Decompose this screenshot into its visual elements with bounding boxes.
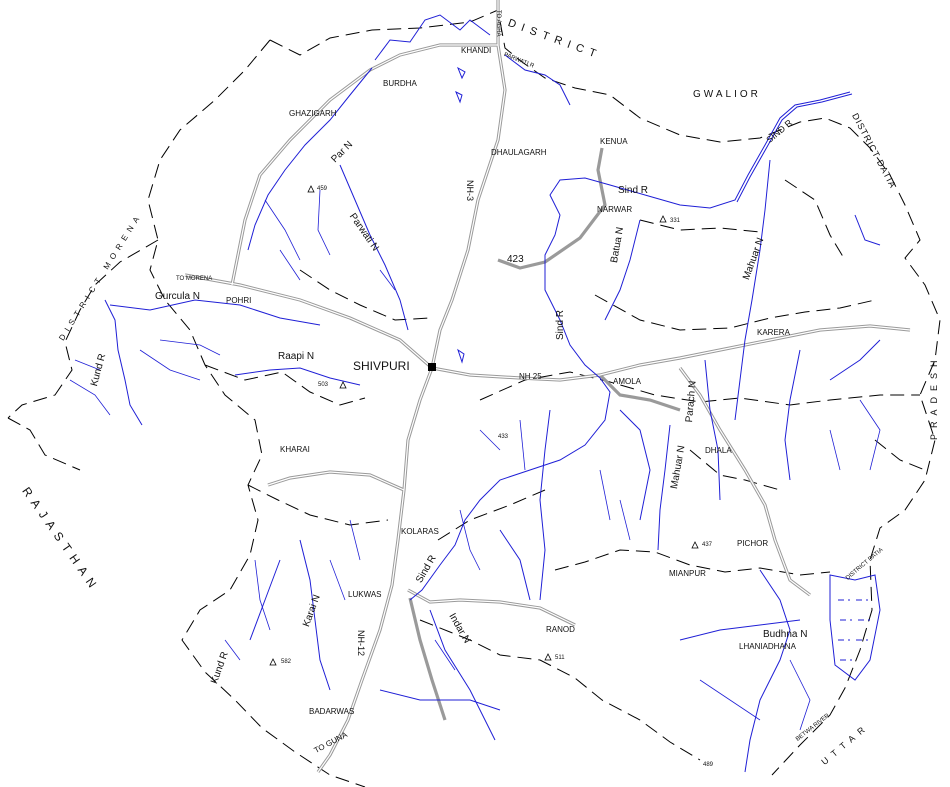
town-ranod: RANOD [546, 625, 575, 634]
road-to-agra: TO AGRA [495, 10, 501, 37]
river-gurcula: Gurcula N [155, 291, 201, 302]
state-boundary-west [7, 417, 81, 471]
water-body-datia [829, 574, 881, 681]
town-pichor: PICHOR [737, 539, 769, 548]
road-to-morena: TO MORENA [176, 276, 213, 282]
town-kharai: KHARAI [280, 445, 310, 454]
town-lukwas: LUKWAS [348, 590, 382, 599]
river-sind-east: Sind R [618, 185, 649, 196]
road-nh25: NH 25 [519, 372, 542, 381]
spot-height-582: 582 [281, 659, 292, 665]
road-nh12: NH-12 [356, 630, 366, 657]
town-lhaniadhana: LHANIADHANA [739, 642, 796, 651]
district-label-gwalior: GWALIOR [693, 89, 761, 100]
rivers [104, 14, 881, 773]
town-dhaulagarh: DHAULAGARH [491, 148, 547, 157]
spot-height-markers [269, 185, 699, 666]
state-label-pradesh: PRADESH [929, 354, 939, 440]
spot-height-331: 331 [670, 218, 681, 224]
road-nh3: NH-3 [465, 180, 475, 202]
town-burdha: BURDHA [383, 79, 417, 88]
roads-inner [184, 0, 911, 773]
town-amola: AMOLA [613, 377, 642, 386]
river-budhna: Budhna N [763, 629, 808, 640]
spot-height-437: 437 [702, 542, 713, 548]
town-mianpur: MIANPUR [669, 569, 706, 578]
town-dhala: DHALA [705, 446, 732, 455]
town-kenua: KENUA [600, 137, 628, 146]
town-pohri: POHRI [226, 296, 252, 305]
spot-height-511: 511 [555, 655, 565, 661]
spot-height-459: 459 [317, 186, 328, 192]
river-raapi: Raapi N [278, 351, 315, 362]
spot-height-489: 489 [703, 762, 714, 768]
town-kolaras: KOLARAS [401, 527, 439, 536]
tributaries [69, 189, 881, 731]
town-ghazigarh: GHAZIGARH [289, 109, 337, 118]
town-khandi: KHANDI [461, 46, 492, 55]
district-hq-marker [428, 363, 436, 371]
town-karera: KARERA [757, 328, 790, 337]
spot-height-503: 503 [318, 382, 329, 388]
river-sind-mid: Sind R [555, 309, 566, 340]
spot-height-433: 433 [498, 434, 509, 440]
town-badarwas: BADARWAS [309, 707, 355, 716]
town-shivpuri: SHIVPURI [353, 359, 410, 373]
town-narwar: NARWAR [597, 205, 633, 214]
road-423: 423 [507, 254, 524, 265]
district-boundary [7, 9, 941, 787]
